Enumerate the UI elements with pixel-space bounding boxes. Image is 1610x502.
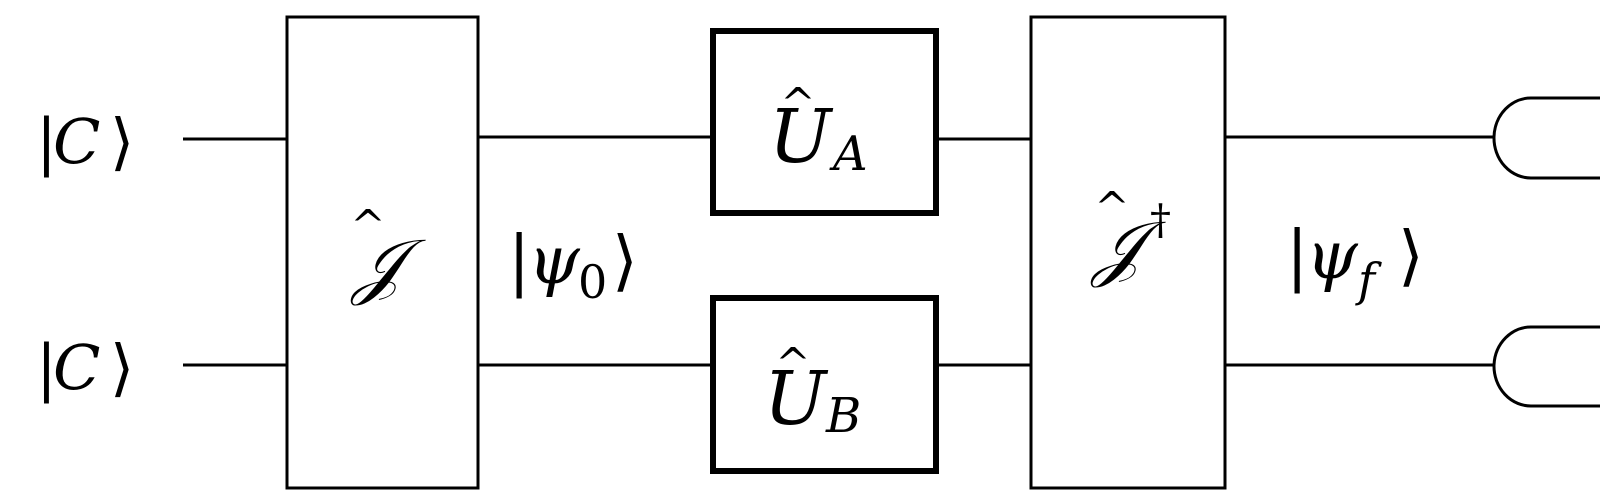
final-state-ket: ⟩ xyxy=(1398,217,1424,294)
entangler-gate-box xyxy=(285,15,480,490)
detector-top xyxy=(1492,96,1600,180)
unitary-b-symbol: U xyxy=(764,356,829,442)
input-top-bra: | xyxy=(36,105,57,178)
initial-state-bra: | xyxy=(508,222,530,299)
initial-state-subscript: 0 xyxy=(578,255,607,309)
initial-state-symbol: ψ xyxy=(528,222,581,299)
input-bottom-bra: | xyxy=(36,331,57,404)
disentangler-gate-hat: ^ xyxy=(1094,183,1129,232)
input-top-ket: ⟩ xyxy=(110,105,134,178)
input-top-symbol: C xyxy=(53,105,100,178)
input-state-bottom: | C ⟩ xyxy=(36,331,134,404)
detector-bottom-icon xyxy=(1492,325,1600,408)
disentangler-gate-dagger: † xyxy=(1150,195,1171,244)
entangler-gate-hat: ^ xyxy=(350,201,385,250)
disentangler-gate-box xyxy=(1029,15,1227,490)
entangler-gate: ^ 𝒥 xyxy=(285,15,480,490)
unitary-b-gate-box xyxy=(710,295,939,474)
input-bottom-symbol: C xyxy=(53,331,100,404)
unitary-b-gate: ^ U B xyxy=(710,295,939,474)
final-state-bra: | xyxy=(1286,217,1308,294)
initial-state-ket: ⟩ xyxy=(612,222,638,299)
detector-top-icon xyxy=(1492,96,1600,180)
input-state-top: | C ⟩ xyxy=(36,105,134,178)
unitary-a-gate: ^ U A xyxy=(710,28,939,216)
circuit-wires xyxy=(183,135,1494,367)
unitary-a-gate-box xyxy=(710,28,939,216)
disentangler-gate: ^ 𝒥 † xyxy=(1029,15,1227,490)
unitary-a-hat: ^ xyxy=(780,79,815,128)
unitary-a-subscript: A xyxy=(829,126,868,182)
input-bottom-ket: ⟩ xyxy=(110,331,134,404)
unitary-b-subscript: B xyxy=(825,388,861,444)
unitary-b-hat: ^ xyxy=(775,339,810,388)
final-state-label: | ψ f ⟩ xyxy=(1286,217,1424,307)
final-state-subscript: f xyxy=(1355,253,1382,307)
unitary-a-symbol: U xyxy=(769,94,834,180)
final-state-symbol: ψ xyxy=(1306,217,1359,294)
detector-bottom xyxy=(1492,325,1600,408)
initial-state-label: | ψ 0 ⟩ xyxy=(508,222,638,309)
